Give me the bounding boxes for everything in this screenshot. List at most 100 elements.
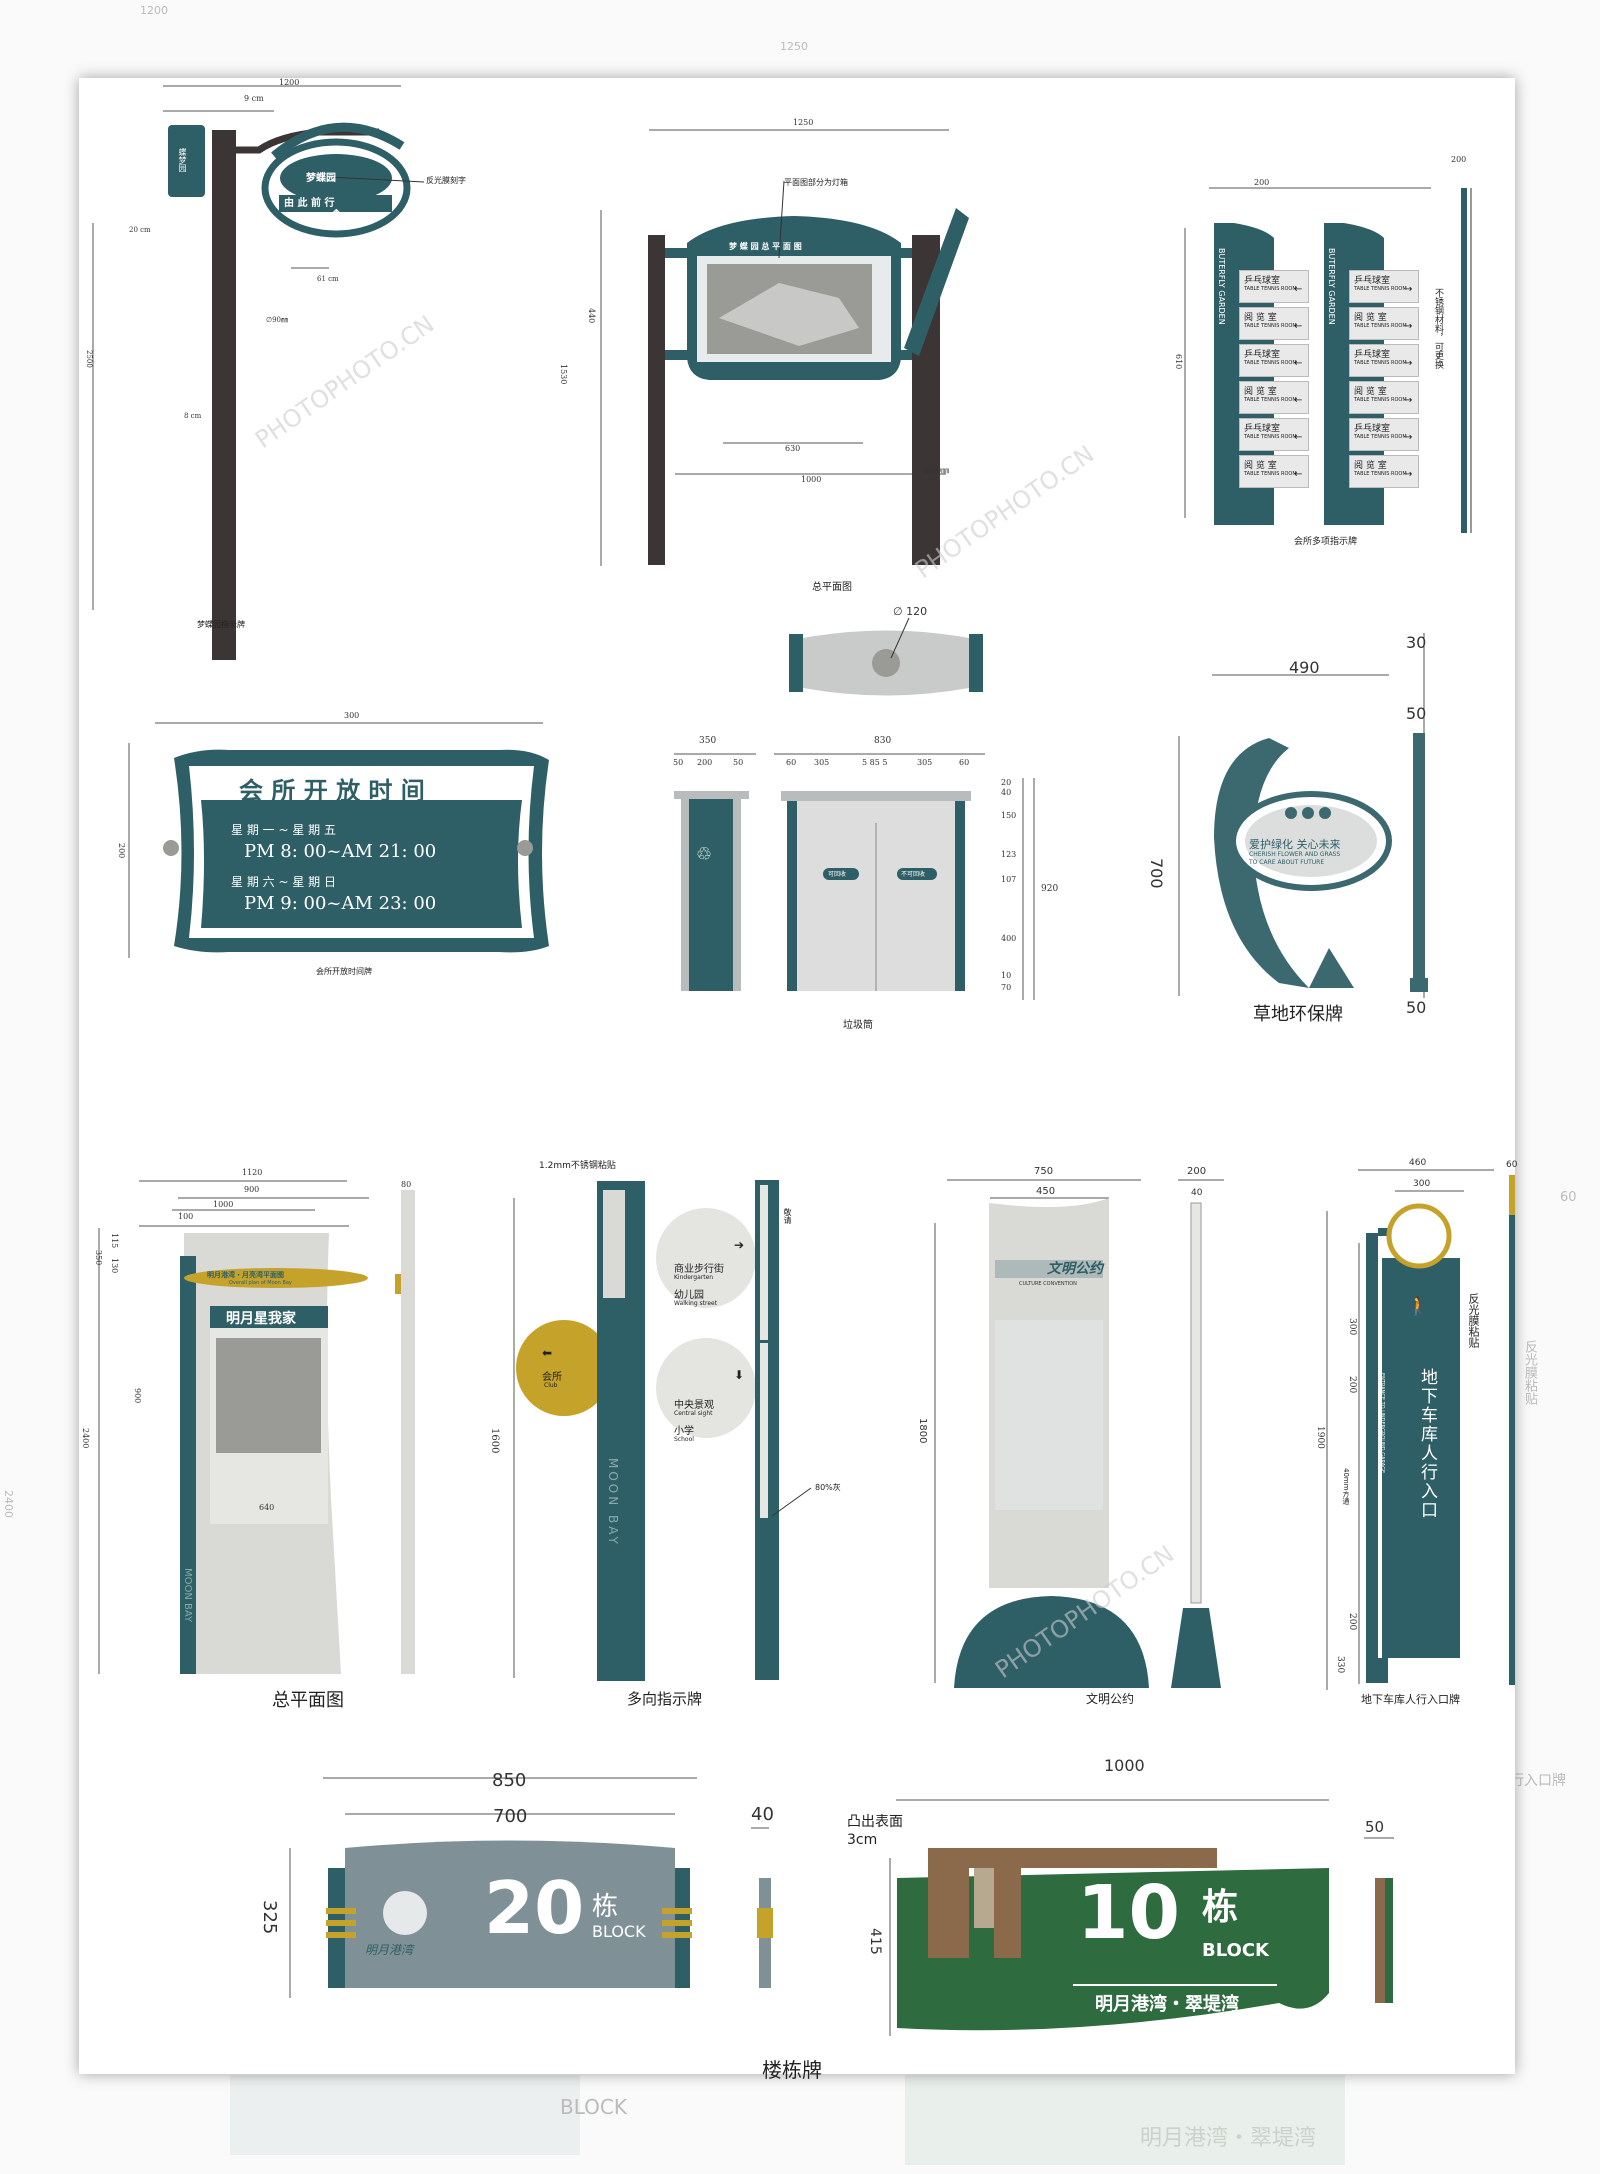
directory-row: 阅 览 室 TABLE TENNIS ROOM ←	[1239, 455, 1309, 488]
directory-row: 乒乓球室 TABLE TENNIS ROOM ←	[1239, 344, 1309, 377]
dim-label: 1120	[242, 1168, 263, 1177]
directory-row: 阅 览 室 TABLE TENNIS ROOM ←	[1239, 307, 1309, 340]
dim-label: 305	[814, 758, 830, 767]
directory-row: 乒乓球室 TABLE TENNIS ROOM ←	[1239, 418, 1309, 451]
directory-row: 乒乓球室 TABLE TENNIS ROOM →	[1349, 270, 1419, 303]
dim-label: 440	[587, 308, 596, 324]
row-label: 乒乓球室	[1244, 350, 1281, 360]
dim-label: 200	[1254, 178, 1270, 187]
row-label: 乒乓球室	[1354, 276, 1391, 286]
directory-row: 阅 览 室 TABLE TENNIS ROOM ←	[1239, 381, 1309, 414]
dim-label: ∅90㎜	[266, 316, 289, 324]
dim-label: 2500	[85, 350, 93, 368]
arrow-left-icon: ←	[1294, 358, 1303, 369]
convention-title: 文明公约	[1047, 1261, 1103, 1277]
dim-label: 640	[259, 1503, 275, 1512]
dim-label: 200	[1187, 1166, 1207, 1177]
direction-label: 中央景观	[674, 1400, 714, 1411]
dim-label: 40	[1001, 788, 1012, 797]
dim-label: 400	[1001, 934, 1017, 943]
directory-row: 阅 览 室 TABLE TENNIS ROOM →	[1349, 455, 1419, 488]
dim-label: 900	[133, 1388, 142, 1404]
dim-label: 50	[1365, 1818, 1385, 1836]
community-name: 明月港湾・翠堤湾	[1095, 1994, 1239, 2015]
annotation: 不锈钢材料，可更换	[1433, 288, 1443, 369]
dim-label: 50	[673, 758, 684, 767]
banner-subtext: Overall plan of Moon Bay	[229, 1280, 292, 1286]
row-sub: TABLE TENNIS ROOM	[1244, 397, 1297, 403]
row-label: 乒乓球室	[1354, 350, 1391, 360]
block-dong: 栋	[592, 1892, 619, 1922]
garage-vertical-text: 地下车库人行入口	[1417, 1368, 1437, 1520]
dim-label: 200	[1451, 155, 1467, 164]
caption: 地下车库人行入口牌	[1361, 1693, 1460, 1706]
dim-label: 70	[1001, 983, 1012, 992]
dim-label: 60	[1506, 1160, 1518, 1170]
directory-panel-left: 乒乓球室 TABLE TENNIS ROOM ← 阅 览 室 TABLE TEN…	[1239, 270, 1309, 492]
dim-label: 350	[699, 736, 717, 746]
dim-label: ∅ 120	[893, 605, 928, 618]
row-label: 阅 览 室	[1244, 461, 1277, 471]
caption: 垃圾筒	[843, 1020, 873, 1031]
caption: 多向指示牌	[627, 1690, 703, 1708]
caption: 草地环保牌	[1253, 1004, 1343, 1025]
caption: 总平面图	[272, 1690, 344, 1711]
bin-label-nonrecycle: 不可回收	[897, 868, 937, 880]
dim-label: 700	[1147, 858, 1166, 889]
direction-label-en: Kindergarten	[674, 1274, 714, 1281]
lawn-sign-text: TO CARE ABOUT FUTURE	[1249, 859, 1325, 866]
dim-label: 920	[1041, 884, 1059, 894]
arrow-down-circle-icon: ⬇	[734, 1368, 745, 1382]
arrow-up-icon: ↑	[330, 206, 343, 224]
arrow-right-icon: →	[1404, 469, 1413, 480]
dim-label: 100	[178, 1212, 194, 1221]
row-sub: TABLE TENNIS ROOM	[1354, 360, 1407, 366]
caption: 会所开放时间牌	[316, 967, 372, 976]
lawn-sign-text: CHERISH FLOWER AND GRASS	[1249, 851, 1341, 858]
block-en: BLOCK	[592, 1922, 646, 1941]
dim-label: 107	[1001, 875, 1017, 884]
drawing-sheet: 1200 9 cm 20 cm 2500 61 cm ∅90㎜ 8 cm 反光膜…	[79, 78, 1518, 2082]
dim-label: 830	[874, 736, 892, 746]
dim-label: 61 cm	[317, 275, 339, 283]
dim-label: 1000	[801, 475, 822, 484]
dim-label: 1600	[489, 1428, 500, 1454]
moon-bay-logo: 明月港湾	[365, 1943, 414, 1957]
dim-label: 460	[1409, 1158, 1427, 1168]
row-sub: TABLE TENNIS ROOM	[1244, 323, 1297, 329]
row-label: 乒乓球室	[1244, 424, 1281, 434]
dim-label: 5 85 5	[862, 758, 888, 767]
dim-label: 1200	[279, 78, 300, 87]
dim-label: 30	[1406, 633, 1427, 652]
garage-en-text: ENTRANCE TO UNDERGROUND GARAGE	[1379, 1373, 1385, 1474]
direction-label-en: Central sight	[674, 1410, 713, 1417]
direction-label-en: School	[674, 1436, 694, 1443]
side-text: MOON BAY	[182, 1568, 193, 1623]
annotation: 反光膜刻字	[426, 176, 466, 185]
dim-label: 9 cm	[244, 94, 264, 103]
dim-label: 200	[697, 758, 713, 767]
block-number: 10	[1077, 1870, 1180, 1956]
hours-line: 星 期 一 ~ 星 期 五	[231, 823, 336, 837]
club-label-en: Club	[544, 1382, 558, 1389]
dim-label: 305	[917, 758, 933, 767]
caption: 文明公约	[1086, 1692, 1135, 1706]
ghost-block	[230, 2075, 580, 2155]
row-label: 阅 览 室	[1354, 387, 1387, 397]
block-number: 20	[484, 1866, 585, 1950]
arrow-right-icon: →	[1404, 284, 1413, 295]
dim-label: 10	[1001, 971, 1012, 980]
plan-title: 明月星我家	[226, 1311, 296, 1327]
row-label: 阅 览 室	[1244, 387, 1277, 397]
dim-label: 415	[867, 1928, 883, 1955]
dim-label: 60	[959, 758, 970, 767]
row-sub: TABLE TENNIS ROOM	[1354, 397, 1407, 403]
hours-line: PM 9: 00~AM 23: 00	[244, 893, 437, 914]
annotation: 平面图部分为灯箱	[784, 178, 848, 187]
dim-label: 300	[1413, 1179, 1431, 1189]
directory-panel-right: 乒乓球室 TABLE TENNIS ROOM → 阅 览 室 TABLE TEN…	[1349, 270, 1419, 492]
directory-row: 乒乓球室 TABLE TENNIS ROOM →	[1349, 344, 1419, 377]
directory-row: 阅 览 室 TABLE TENNIS ROOM →	[1349, 381, 1419, 414]
directory-row: 阅 览 室 TABLE TENNIS ROOM →	[1349, 307, 1419, 340]
row-sub: TABLE TENNIS ROOM	[1354, 286, 1407, 292]
